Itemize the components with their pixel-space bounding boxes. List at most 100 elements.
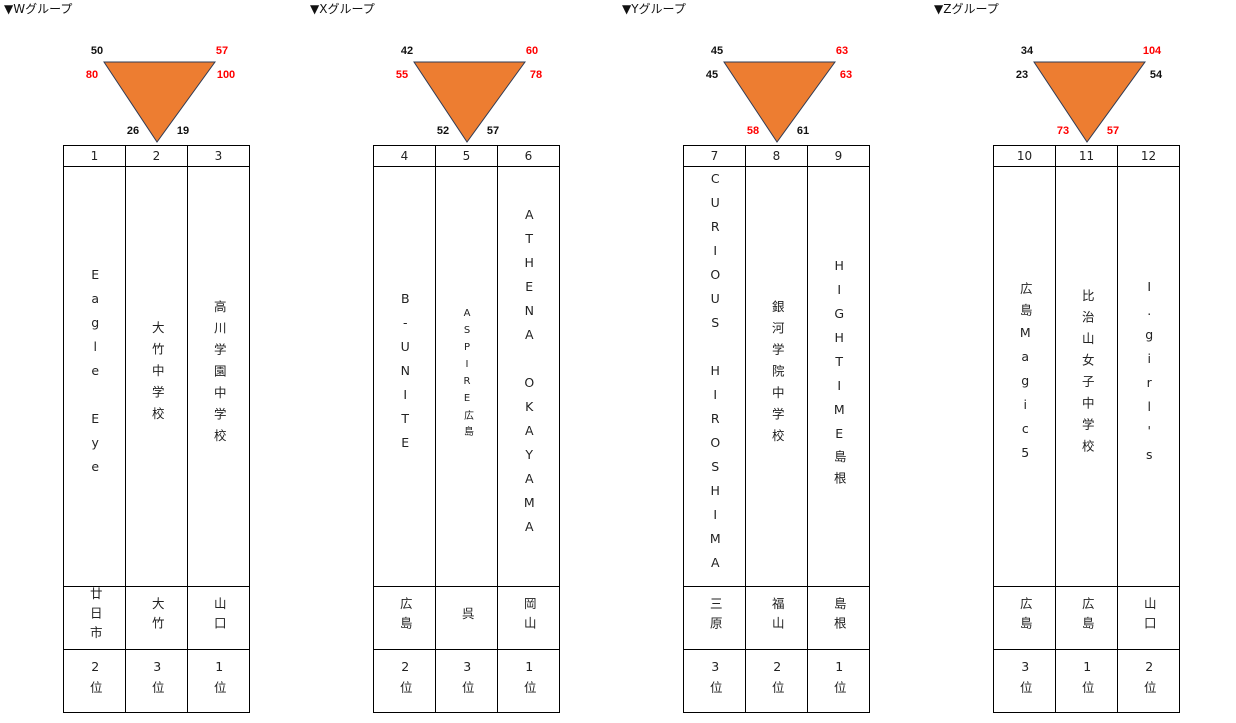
team-name-cell: 広島Magic5 — [993, 166, 1056, 587]
group-title: ▼Wグループ — [4, 2, 73, 16]
team-name-cell: 高川学園中学校 — [187, 166, 250, 587]
team-name-cell: 大竹中学校 — [125, 166, 188, 587]
team-rank: 1位 — [521, 658, 537, 701]
group-title: ▼Yグループ — [622, 2, 686, 16]
team-city-cell: 広島 — [1055, 586, 1118, 650]
team-name: ASPIRE広島 — [461, 308, 473, 442]
score-mid-right: 78 — [529, 69, 543, 81]
triangle-diagram — [103, 61, 216, 143]
team-name: HIGHTIME島根 — [831, 257, 847, 493]
team-city-cell: 呉 — [435, 586, 498, 650]
score-mid-left: 23 — [1015, 69, 1029, 81]
team-number-cell: 8 — [745, 145, 808, 167]
team-number-cell: 4 — [373, 145, 436, 167]
team-rank-cell: 3位 — [683, 649, 746, 713]
score-bottom-right: 61 — [796, 125, 810, 137]
score-bottom-left: 52 — [436, 125, 450, 137]
team-rank-cell: 2位 — [745, 649, 808, 713]
team-number-cell: 10 — [993, 145, 1056, 167]
team-rank: 2位 — [1141, 658, 1157, 701]
team-number-cell: 3 — [187, 145, 250, 167]
team-city: 島根 — [831, 597, 847, 636]
team-city-cell: 山口 — [187, 586, 250, 650]
score-top-left: 45 — [710, 45, 724, 57]
team-name: ATHENA OKAYAMA — [521, 207, 537, 543]
team-name-cell: 銀河学院中学校 — [745, 166, 808, 587]
score-top-left: 34 — [1020, 45, 1034, 57]
team-name: I.girl's — [1141, 279, 1157, 471]
team-name: 大竹中学校 — [149, 321, 165, 429]
team-number-cell: 1 — [63, 145, 126, 167]
team-rank-cell: 3位 — [125, 649, 188, 713]
team-city: 大竹 — [149, 597, 165, 636]
team-number-cell: 11 — [1055, 145, 1118, 167]
score-bottom-right: 57 — [486, 125, 500, 137]
score-bottom-right: 19 — [176, 125, 190, 137]
team-rank: 3位 — [1017, 658, 1033, 701]
score-bottom-right: 57 — [1106, 125, 1120, 137]
score-top-right: 60 — [525, 45, 539, 57]
team-city-cell: 山口 — [1117, 586, 1180, 650]
team-city-cell: 広島 — [373, 586, 436, 650]
team-city-cell: 三原 — [683, 586, 746, 650]
team-city-cell: 大竹 — [125, 586, 188, 650]
team-rank: 1位 — [1079, 658, 1095, 701]
team-rank-cell: 1位 — [187, 649, 250, 713]
team-city: 山口 — [1141, 597, 1157, 636]
score-mid-right: 100 — [216, 69, 236, 81]
team-rank-cell: 3位 — [435, 649, 498, 713]
team-rank-cell: 1位 — [807, 649, 870, 713]
triangle-shape — [413, 61, 526, 143]
team-name: 広島Magic5 — [1017, 281, 1033, 469]
score-mid-left: 55 — [395, 69, 409, 81]
team-city-cell: 岡山 — [497, 586, 560, 650]
team-rank: 3位 — [707, 658, 723, 701]
score-top-right: 57 — [215, 45, 229, 57]
triangle-shape — [723, 61, 836, 143]
team-city: 福山 — [769, 597, 785, 636]
team-rank-cell: 2位 — [1117, 649, 1180, 713]
team-name-row: B-UNITE ASPIRE広島 ATHENA OKAYAMA — [373, 166, 560, 587]
team-number-cell: 9 — [807, 145, 870, 167]
score-top-right: 104 — [1142, 45, 1162, 57]
team-rank-row: 3位 2位 1位 — [683, 649, 870, 713]
team-name-cell: B-UNITE — [373, 166, 436, 587]
team-rank-cell: 2位 — [63, 649, 126, 713]
team-rank: 2位 — [769, 658, 785, 701]
score-top-left: 50 — [90, 45, 104, 57]
team-name: Eagle Eye — [87, 267, 103, 483]
team-city: 山口 — [211, 597, 227, 636]
team-city: 廿日市 — [87, 587, 103, 646]
team-number-cell: 7 — [683, 145, 746, 167]
team-name: 銀河学院中学校 — [769, 299, 785, 451]
team-name: 高川学園中学校 — [211, 299, 227, 451]
team-city-cell: 廿日市 — [63, 586, 126, 650]
team-city-row: 三原 福山 島根 — [683, 586, 870, 650]
team-rank-cell: 1位 — [497, 649, 560, 713]
team-city: 広島 — [1017, 597, 1033, 636]
triangle-diagram — [1033, 61, 1146, 143]
score-top-right: 63 — [835, 45, 849, 57]
team-rank: 2位 — [397, 658, 413, 701]
team-rank: 1位 — [831, 658, 847, 701]
team-city-cell: 福山 — [745, 586, 808, 650]
score-mid-right: 63 — [839, 69, 853, 81]
score-mid-left: 80 — [85, 69, 99, 81]
team-rank-cell: 1位 — [1055, 649, 1118, 713]
team-city-row: 廿日市 大竹 山口 — [63, 586, 250, 650]
triangle-shape — [103, 61, 216, 143]
team-city: 三原 — [707, 597, 723, 636]
team-number-cell: 5 — [435, 145, 498, 167]
team-name-cell: ATHENA OKAYAMA — [497, 166, 560, 587]
team-name-row: Eagle Eye 大竹中学校 高川学園中学校 — [63, 166, 250, 587]
